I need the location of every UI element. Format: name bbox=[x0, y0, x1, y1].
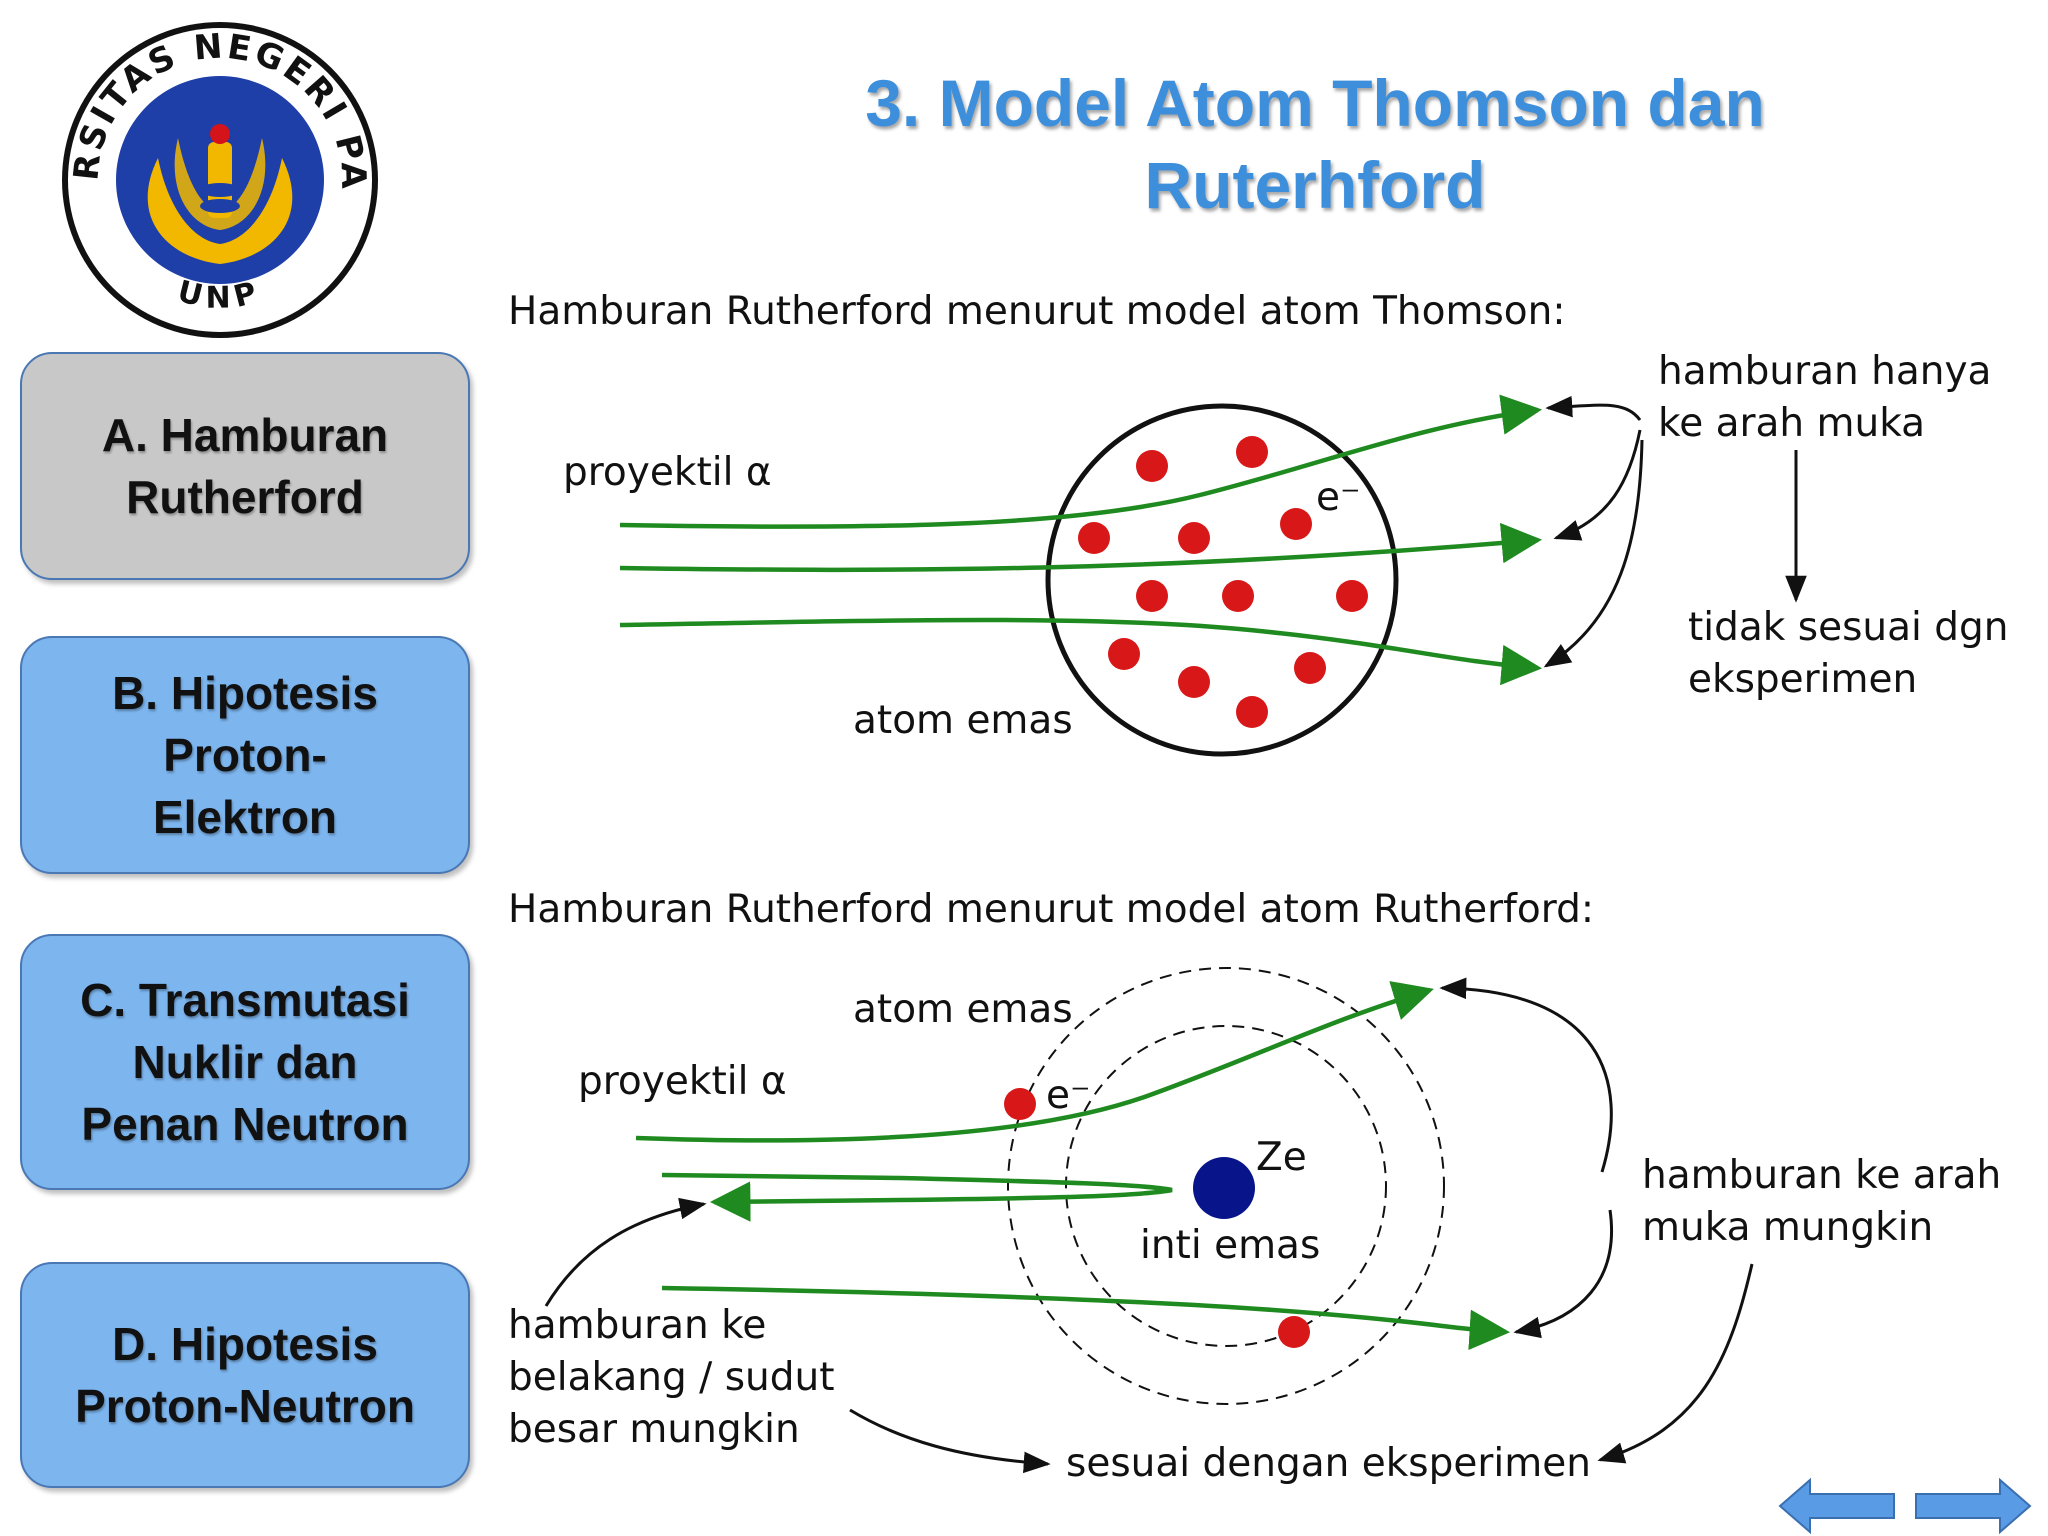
logo-emblem-icon bbox=[147, 124, 293, 264]
electron-dot bbox=[1280, 508, 1312, 540]
svg-text:UNP: UNP bbox=[174, 274, 266, 316]
back-note-line-2: belakang / sudut bbox=[508, 1355, 835, 1400]
thomson-note-2-line-2: eksperimen bbox=[1688, 657, 1917, 702]
university-logo: UNIVERSITAS NEGERI PADANG UNP bbox=[58, 18, 378, 338]
electron-dot bbox=[1136, 580, 1168, 612]
rutherford-electron-label: e⁻ bbox=[1046, 1073, 1091, 1118]
conclusion-label: sesuai dengan eksperimen bbox=[1066, 1441, 1591, 1486]
electron-dot bbox=[1178, 522, 1210, 554]
alpha-trajectory bbox=[635, 981, 1434, 1143]
title-line-1: 3. Model Atom Thomson dan bbox=[865, 66, 1765, 140]
outer-electron-shell bbox=[1007, 967, 1445, 1405]
nucleus-charge-label: Ze bbox=[1256, 1135, 1307, 1180]
logo-text-bottom: UNP bbox=[174, 274, 260, 316]
electron-dot bbox=[1336, 580, 1368, 612]
rutherford-section: Hamburan Rutherford menurut model atom R… bbox=[508, 887, 2001, 1486]
rutherford-projectile-label: proyektil α bbox=[578, 1059, 787, 1104]
rutherford-trajectories bbox=[635, 981, 1511, 1351]
electron-dot bbox=[1278, 1316, 1310, 1348]
electron-dot bbox=[1236, 696, 1268, 728]
electron-dot bbox=[1178, 666, 1210, 698]
nav-b-line-1: B. Hipotesis bbox=[112, 667, 378, 719]
slide-title: 3. Model Atom Thomson dan Ruterhford bbox=[760, 62, 1870, 226]
nav-c-line-1: C. Transmutasi bbox=[80, 974, 410, 1026]
alpha-backscatter-trajectory bbox=[661, 1172, 1173, 1222]
nav-b-line-2: Proton- bbox=[163, 729, 327, 781]
back-note-line-3: besar mungkin bbox=[508, 1407, 800, 1452]
thomson-note-2-line-1: tidak sesuai dgn bbox=[1688, 605, 2008, 650]
forward-note-line-1: hamburan ke arah bbox=[1642, 1153, 2001, 1198]
alpha-trajectory bbox=[619, 522, 1543, 573]
electron-dot bbox=[1004, 1088, 1036, 1120]
electron-dot bbox=[1222, 580, 1254, 612]
nav-b-line-3: Elektron bbox=[152, 791, 338, 843]
rutherford-heading: Hamburan Rutherford menurut model atom R… bbox=[508, 887, 1594, 932]
thomson-heading: Hamburan Rutherford menurut model atom T… bbox=[508, 289, 1566, 334]
nav-a-line-1: A. Hamburan bbox=[101, 409, 389, 461]
thomson-atom-circle bbox=[1045, 403, 1399, 757]
electron-dot bbox=[1236, 436, 1268, 468]
nav-c-line-2: Nuklir dan bbox=[132, 1036, 358, 1088]
alpha-trajectory bbox=[619, 394, 1543, 529]
alpha-trajectory bbox=[661, 1285, 1511, 1351]
nucleus-label: inti emas bbox=[1140, 1223, 1320, 1268]
rutherford-atom-label: atom emas bbox=[853, 987, 1073, 1032]
alpha-trajectory bbox=[619, 617, 1543, 686]
electron-dot bbox=[1108, 638, 1140, 670]
electron-dot bbox=[1294, 652, 1326, 684]
thomson-section: Hamburan Rutherford menurut model atom T… bbox=[508, 289, 2008, 757]
title-line-2: Ruterhford bbox=[1144, 148, 1486, 222]
right-arrow-icon[interactable] bbox=[1912, 1476, 2032, 1536]
thomson-electron-label: e⁻ bbox=[1316, 475, 1361, 520]
thomson-atom-label: atom emas bbox=[853, 698, 1073, 743]
back-note-line-1: hamburan ke bbox=[508, 1303, 766, 1348]
nav-d-line-1: D. Hipotesis bbox=[112, 1318, 378, 1370]
nav-d-line-2: Proton-Neutron bbox=[75, 1380, 415, 1432]
thomson-note-1-line-1: hamburan hanya bbox=[1658, 349, 1991, 394]
inner-electron-shell bbox=[1065, 1025, 1387, 1347]
thomson-pointer-arrows bbox=[1543, 395, 1807, 668]
left-arrow-icon[interactable] bbox=[1778, 1476, 1898, 1536]
nav-a-line-2: Rutherford bbox=[126, 471, 364, 523]
rutherford-pointer-arrows bbox=[544, 977, 1754, 1474]
nav-c-line-3: Penan Neutron bbox=[81, 1098, 409, 1150]
electron-dot bbox=[1078, 522, 1110, 554]
electron-dot bbox=[1136, 450, 1168, 482]
thomson-note-1-line-2: ke arah muka bbox=[1658, 401, 1925, 446]
forward-note-line-2: muka mungkin bbox=[1642, 1205, 1933, 1250]
thomson-projectile-label: proyektil α bbox=[563, 450, 772, 495]
thomson-trajectories bbox=[619, 394, 1543, 686]
thomson-electrons bbox=[1078, 436, 1368, 728]
gold-nucleus bbox=[1193, 1157, 1255, 1219]
